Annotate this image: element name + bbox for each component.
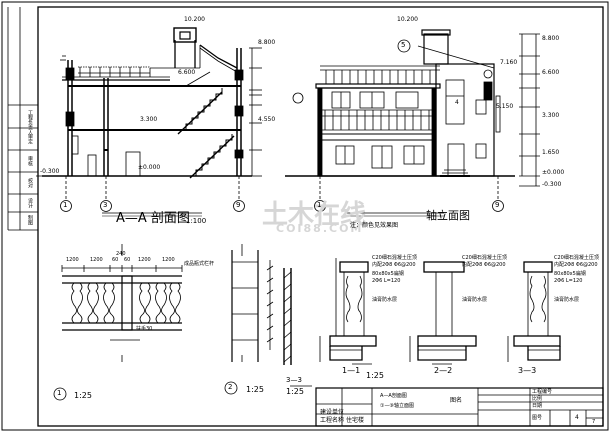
- tb-sheet-no: 4: [575, 414, 579, 421]
- elev-5150: 5.150: [496, 103, 514, 110]
- sec-axis-9: 9: [236, 201, 241, 209]
- rebar-note-3b: 内配2Φ8 Φ6@200: [554, 262, 598, 268]
- tb-project-label: 工程名称: [320, 417, 345, 424]
- hook-note-1: 2Φ6 L=120: [372, 278, 401, 284]
- elev-6600: 6.600: [542, 69, 560, 76]
- sec11-scale: 1:25: [366, 371, 384, 380]
- rebar-note-1b: 内配2Φ8 Φ6@200: [372, 262, 416, 268]
- detail1-scale: 1:25: [74, 391, 92, 400]
- tb-sheet-label: 图号: [532, 415, 543, 421]
- elevation-drawing: [285, 29, 540, 217]
- waterproof-note-3: 油膏防水层: [554, 297, 580, 303]
- detail1-number: 1: [57, 389, 62, 397]
- strip-label-5: 制图: [27, 215, 33, 225]
- section-drawing: [36, 27, 262, 217]
- dim-4: 240: [116, 251, 126, 257]
- section-1-1-drawing: [319, 258, 377, 365]
- handrail-note: 扶手30: [136, 326, 153, 332]
- section-2-2-drawing: [409, 261, 477, 365]
- tb-drawing-label: 图名: [450, 397, 463, 404]
- dim-3: 60: [124, 257, 131, 263]
- detail-1-drawing: [53, 244, 183, 401]
- strip-label-4: 设计: [27, 198, 33, 208]
- tb-project: 住宅楼: [346, 417, 365, 424]
- elev-7160: 7.160: [500, 59, 518, 66]
- sec-axis-1: 1: [63, 201, 68, 209]
- tb-total: 7: [592, 419, 596, 425]
- waterproof-note-1: 油膏防水层: [372, 297, 398, 303]
- elev-0: ±0.000: [542, 169, 565, 176]
- tb-org: 建设单位: [320, 409, 345, 416]
- tb-date: 日期: [532, 403, 543, 409]
- dim-2: 60: [112, 257, 119, 263]
- detail-3-drawing: [283, 268, 312, 387]
- sec33-label: 3—3: [518, 366, 537, 375]
- sec-elev-3300: 3.300: [140, 116, 158, 123]
- section-title: A—A 剖面图: [116, 211, 190, 226]
- sec-elev-4550: 4.550: [258, 116, 276, 123]
- elevation-title: 轴立面图: [426, 209, 470, 222]
- detail3-label: 3—3: [286, 376, 302, 384]
- dim-1: 1200: [90, 257, 103, 263]
- title-block-frame: [315, 387, 604, 427]
- section-3-3-drawing: [507, 261, 561, 362]
- tb-drawing-name: A—A剖面图: [380, 393, 407, 399]
- detail2-number: 2: [228, 383, 233, 391]
- dim-5: 1200: [138, 257, 151, 263]
- sec-elev-neg300: -0.300: [40, 168, 60, 175]
- sec-elev-6600: 6.600: [178, 69, 196, 76]
- detail2-scale: 1:25: [246, 385, 264, 394]
- rebar-note-3: C20细石混凝土压顶: [554, 255, 599, 261]
- hook-note-3: 2Φ6 L=120: [554, 278, 583, 284]
- baluster-note: 成品瓶式栏杆: [184, 261, 215, 267]
- strip-label-0: 工程负责人: [27, 110, 33, 135]
- waterproof-note-2: 油膏防水层: [462, 297, 488, 303]
- detail3-scale: 1:25: [286, 387, 304, 396]
- sec-elev-0: ±0.000: [138, 164, 161, 171]
- elev-axis-5: 5: [401, 41, 406, 49]
- elev-1650: 1.650: [542, 149, 560, 156]
- strip-label-1: 审定: [27, 134, 33, 144]
- sec22-label: 2—2: [434, 366, 453, 375]
- sec-elev-8800: 8.800: [258, 39, 276, 46]
- tb-scale: 比例: [532, 396, 543, 402]
- section-scale: 1:100: [186, 217, 207, 225]
- elev-neg300: -0.300: [542, 181, 562, 188]
- tb-job-no: 工程编号: [532, 389, 553, 395]
- dim-6: 1200: [162, 257, 175, 263]
- dim-0: 1200: [66, 257, 79, 263]
- rebar-note-2: C20细石混凝土压顶: [462, 255, 507, 261]
- rebar-note-2b: 内配2Φ8 Φ6@200: [462, 262, 506, 268]
- sec-axis-3: 3: [103, 201, 108, 209]
- elev-roof: 10.200: [397, 16, 418, 23]
- elev-axis-9: 9: [495, 201, 500, 209]
- sec11-label: 1—1: [342, 366, 361, 375]
- mesh-note-3: 80x80x5扁钢: [554, 271, 586, 277]
- strip-label-2: 审核: [27, 156, 33, 166]
- rebar-note-1: C20细石混凝土压顶: [372, 255, 417, 261]
- strip-label-3: 校对: [27, 178, 33, 188]
- tb-drawing-name2: ①—⑨轴立面图: [380, 403, 414, 409]
- sec-elev-roof: 10.200: [184, 16, 205, 23]
- elev-axis-1: 1: [317, 201, 322, 209]
- mesh-note-1: 80x80x5扁钢: [372, 271, 404, 277]
- elev-3300: 3.300: [542, 112, 560, 119]
- elevation-note: 注：颜色见效果图: [350, 222, 399, 229]
- detail-2-drawing: [224, 244, 274, 395]
- elev-8800: 8.800: [542, 35, 560, 42]
- elev-axis-4: 4: [455, 99, 459, 106]
